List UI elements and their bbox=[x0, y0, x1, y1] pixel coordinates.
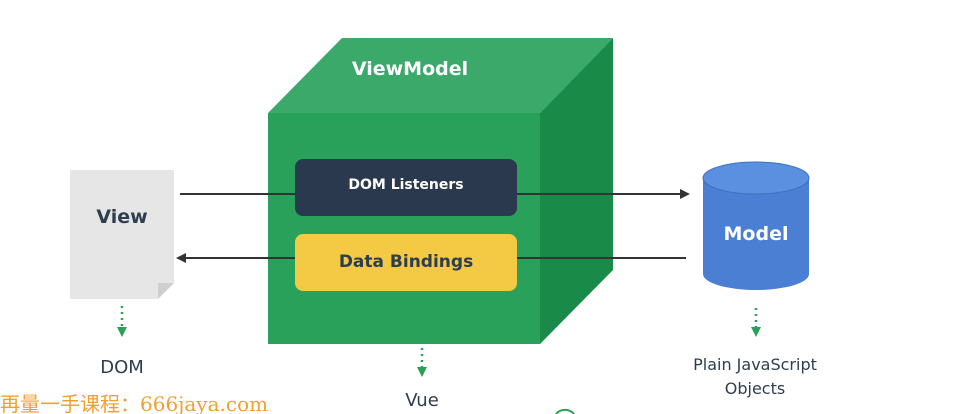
dom-listeners-box bbox=[295, 159, 517, 216]
plain-js-caption: Plain JavaScript Objects bbox=[660, 353, 850, 401]
dom-caption: DOM bbox=[100, 357, 144, 378]
model-label: Model bbox=[723, 223, 789, 245]
data-bindings-box bbox=[295, 234, 517, 291]
bottom-arc-fragment bbox=[555, 408, 575, 414]
viewmodel-title: ViewModel bbox=[351, 58, 469, 80]
viewmodel-cube bbox=[268, 38, 613, 344]
plain-js-caption-line-1: Plain JavaScript bbox=[693, 355, 817, 374]
dom-listeners-label: DOM Listeners bbox=[348, 177, 464, 193]
view-document bbox=[70, 170, 174, 299]
plain-js-caption-line-2: Objects bbox=[724, 379, 786, 398]
cube-top-face bbox=[268, 38, 613, 113]
view-label: View bbox=[96, 206, 148, 228]
vue-caption: Vue bbox=[405, 390, 439, 411]
cube-front-face bbox=[268, 113, 540, 344]
watermark-text: 再量一手课程：666jaya.com bbox=[0, 392, 269, 414]
cube-side-face bbox=[540, 38, 613, 344]
model-cylinder bbox=[702, 161, 810, 290]
data-bindings-label: Data Bindings bbox=[338, 252, 474, 272]
